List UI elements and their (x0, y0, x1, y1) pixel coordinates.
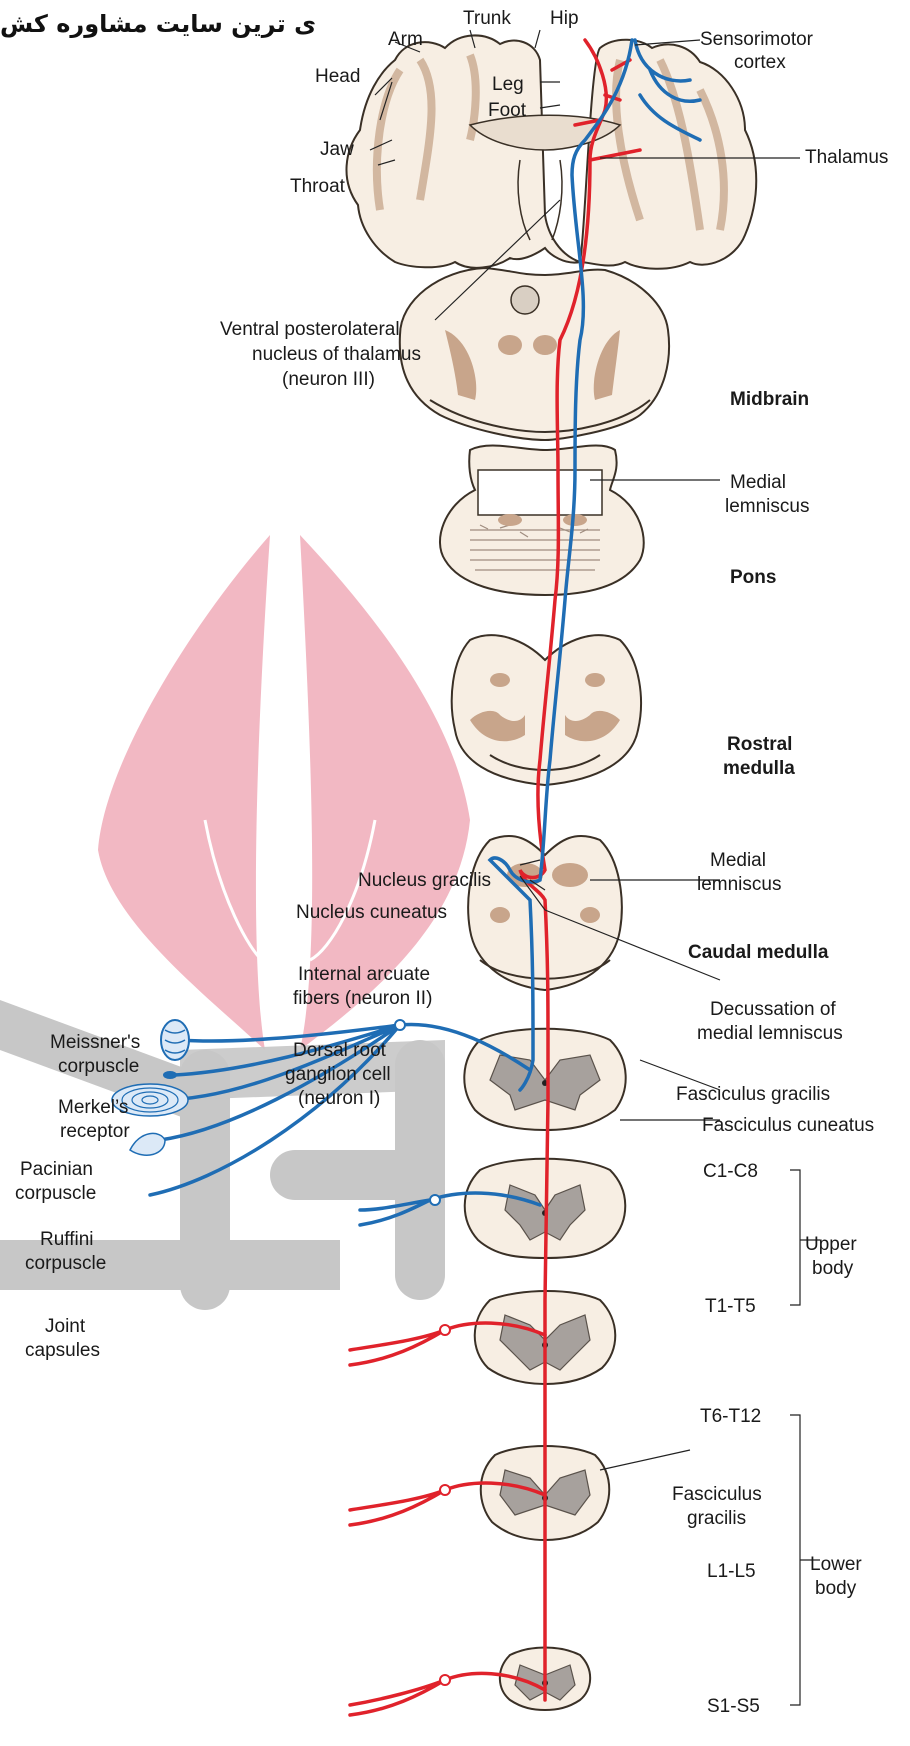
label-rostral-medulla-1: Rostral (727, 734, 792, 755)
label-c1c8: C1-C8 (703, 1161, 758, 1182)
label-pacinian-2: corpuscle (15, 1183, 96, 1204)
label-s1s5: S1-S5 (707, 1696, 760, 1717)
midbrain-section (400, 268, 669, 440)
label-dorsal-root-3: (neuron I) (298, 1088, 380, 1109)
brain-coronal-section (346, 35, 756, 268)
label-vpl-1: Ventral posterolateral (220, 319, 400, 340)
label-leg: Leg (492, 74, 524, 95)
label-throat: Throat (290, 176, 346, 197)
label-upper-body-1: Upper (805, 1234, 857, 1255)
label-medial-lemniscus-2b: lemniscus (697, 874, 781, 895)
label-vpl-2: nucleus of thalamus (252, 344, 421, 365)
label-t6t12: T6-T12 (700, 1406, 761, 1427)
label-pons: Pons (730, 567, 776, 588)
label-ruffini-1: Ruffini (40, 1229, 94, 1250)
label-trunk: Trunk (463, 8, 511, 29)
label-jaw: Jaw (320, 139, 354, 160)
segment-labels: C1-C8 T1-T5 Upper body T6-T12 L1-L5 S1-S… (700, 1161, 862, 1717)
meissner-corpuscle-icon (161, 1020, 189, 1060)
label-foot: Foot (488, 100, 527, 121)
label-fasciculus-gracilis: Fasciculus gracilis (676, 1084, 830, 1105)
label-ruffini-2: corpuscle (25, 1253, 106, 1274)
label-t1t5: T1-T5 (705, 1296, 756, 1317)
label-fasciculus-gracilis-lower-1: Fasciculus (672, 1484, 762, 1505)
label-medial-lemniscus-1a: Medial (730, 472, 786, 493)
label-fasciculus-cuneatus: Fasciculus cuneatus (702, 1115, 874, 1136)
label-sensorimotor-1: Sensorimotor (700, 29, 814, 50)
label-medial-lemniscus-1b: lemniscus (725, 496, 809, 517)
merkel-receptor-icon (163, 1071, 177, 1079)
label-lower-body-1: Lower (810, 1554, 862, 1575)
ruffini-corpuscle-icon (130, 1133, 165, 1155)
label-joint-2: capsules (25, 1340, 100, 1361)
label-rostral-medulla-2: medulla (723, 758, 795, 779)
label-upper-body-2: body (812, 1258, 854, 1279)
label-thalamus: Thalamus (805, 147, 888, 168)
label-sensorimotor-2: cortex (734, 52, 786, 73)
label-midbrain: Midbrain (730, 389, 809, 410)
label-internal-arcuate-1: Internal arcuate (298, 964, 430, 985)
rostral-medulla-section (452, 635, 641, 785)
label-caudal-medulla: Caudal medulla (688, 942, 829, 963)
label-arm: Arm (388, 29, 423, 50)
label-medial-lemniscus-2a: Medial (710, 850, 766, 871)
label-meissner-2: corpuscle (58, 1056, 139, 1077)
label-merkel-2: receptor (60, 1121, 130, 1142)
label-nucleus-cuneatus: Nucleus cuneatus (296, 902, 447, 923)
label-lower-body-2: body (815, 1578, 857, 1599)
label-vpl-3: (neuron III) (282, 369, 375, 390)
label-decussation-1: Decussation of (710, 999, 836, 1020)
label-joint-1: Joint (45, 1316, 86, 1337)
label-dorsal-root-2: ganglion cell (285, 1064, 391, 1085)
label-nucleus-gracilis: Nucleus gracilis (358, 870, 491, 891)
label-l1l5: L1-L5 (707, 1561, 756, 1582)
label-decussation-2: medial lemniscus (697, 1023, 843, 1044)
label-fasciculus-gracilis-lower-2: gracilis (687, 1508, 746, 1529)
label-meissner-1: Meissner's (50, 1032, 140, 1053)
label-pacinian-1: Pacinian (20, 1159, 93, 1180)
label-head: Head (315, 66, 360, 87)
label-dorsal-root-1: Dorsal root (293, 1040, 387, 1061)
label-hip: Hip (550, 8, 579, 29)
watermark-text: ی ترین سایت مشاوره کش (0, 10, 316, 38)
pons-section (440, 446, 644, 595)
label-internal-arcuate-2: fibers (neuron II) (293, 988, 432, 1009)
label-merkel-1: Merkel’s (58, 1097, 128, 1118)
